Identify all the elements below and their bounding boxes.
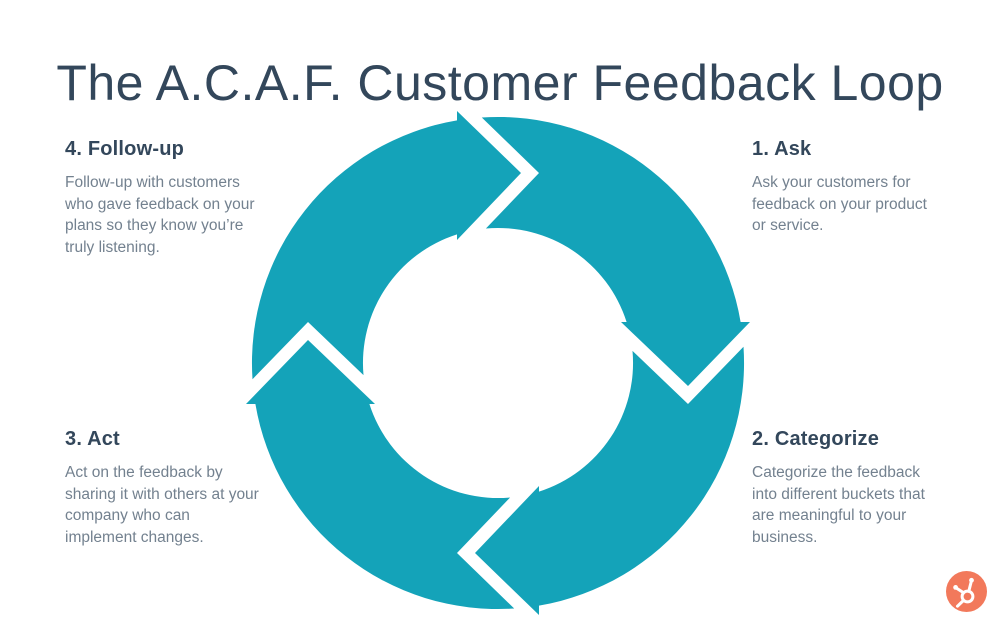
step-act-description: Act on the feedback by sharing it with o…: [65, 464, 259, 546]
step-ask-label: 1. Ask: [752, 138, 812, 160]
cycle-segment-bottom-arrow: [475, 346, 745, 615]
hubspot-logo-badge: [946, 571, 987, 612]
step-follow-up-label: 4. Follow-up: [65, 138, 185, 160]
step-categorize-description: Categorize the feedback into different b…: [752, 464, 925, 546]
cycle-segment-right-arrow: [481, 116, 750, 386]
step-act: 3. Act Act on the feedback by sharing it…: [65, 428, 290, 548]
cycle-segment-top-arrow: [251, 111, 521, 380]
step-ask-description: Ask your customers for feedback on your …: [752, 174, 927, 234]
step-categorize: 2. Categorize Categorize the feedback in…: [752, 428, 977, 548]
step-ask: 1. Ask Ask your customers for feedback o…: [752, 138, 977, 237]
page-title: The A.C.A.F. Customer Feedback Loop: [56, 54, 944, 111]
step-follow-up-description: Follow-up with customers who gave feedba…: [65, 174, 255, 256]
step-follow-up: 4. Follow-up Follow-up with customers wh…: [65, 138, 290, 258]
step-act-label: 3. Act: [65, 428, 120, 450]
step-categorize-label: 2. Categorize: [752, 428, 880, 450]
hubspot-sprocket-icon: [953, 577, 975, 608]
